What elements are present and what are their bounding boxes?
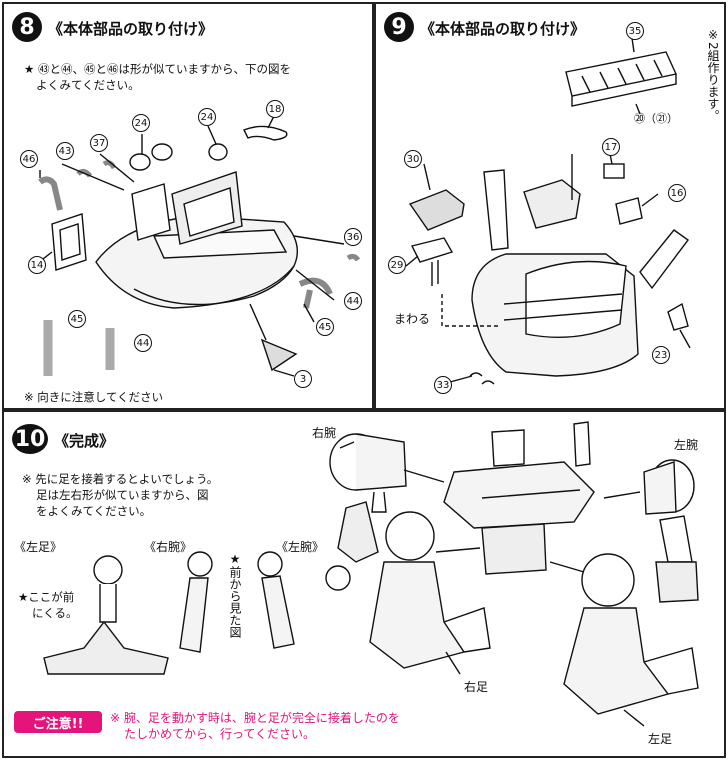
part-number: 45 <box>316 318 334 336</box>
part-number: 44 <box>344 292 362 310</box>
part-pair: ⑳（㉑） <box>634 112 678 125</box>
caution-badge: ご注意!! <box>14 711 102 733</box>
note-line: 足は左右形が似ていますから、図 <box>36 488 209 502</box>
part-number: 17 <box>602 138 620 156</box>
step-10-illustration <box>43 421 699 727</box>
footnote: ※ 向きに注意してください <box>24 390 164 404</box>
part-number: 36 <box>344 228 362 246</box>
step-number-badge: 9 <box>384 12 414 42</box>
left-arm-label: 《左腕》 <box>276 540 325 554</box>
right-leg-callout: 右足 <box>464 680 489 694</box>
left-leg-label: 《左足》 <box>14 540 63 554</box>
right-arm-label: 《右腕》 <box>144 540 193 554</box>
part-number: 14 <box>28 256 46 274</box>
left-leg-callout: 左足 <box>648 732 673 746</box>
part-number: 30 <box>404 150 422 168</box>
part-number: 24 <box>132 114 150 132</box>
note-line: ★ ㊸と㊹、㊺と㊻は形が似ていますから、下の図を <box>24 62 291 76</box>
part-number: 29 <box>388 256 406 274</box>
part-number: 35 <box>626 22 644 40</box>
caution-text: ※ 腕、足を動かす時は、腕と足が完全に接着したのを たしかめてから、行ってくださ… <box>110 711 400 741</box>
right-arm-callout: 右腕 <box>312 426 337 440</box>
part-number: 43 <box>56 142 74 160</box>
step-number-badge: 8 <box>12 12 42 42</box>
step-10-panel: 10 《完成》 ※ 先に足を接着するとよいでしょう。 足は左右形が似ていますから… <box>2 410 726 758</box>
part-number: 24 <box>198 108 216 126</box>
step-9-illustration <box>405 37 691 385</box>
left-arm-callout: 左腕 <box>674 438 699 452</box>
part-number: 16 <box>668 184 686 202</box>
side-note: ※2組作ります。 <box>706 28 720 122</box>
step-title: 《本体部品の取り付け》 <box>420 20 586 38</box>
rotate-label: まわる <box>394 312 431 326</box>
note-line: ※ 先に足を接着するとよいでしょう。 <box>22 472 219 486</box>
part-number: 37 <box>90 134 108 152</box>
step-title: 《完成》 <box>54 432 115 450</box>
part-number: 44 <box>134 334 152 352</box>
note-line: をよくみてください。 <box>36 504 152 518</box>
front-note: にくる。 <box>32 606 78 620</box>
part-number: 18 <box>266 100 284 118</box>
step-number-badge: 10 <box>12 424 48 454</box>
part-number: 46 <box>20 150 38 168</box>
front-note: ★ここが前 <box>18 590 75 604</box>
part-number: 3 <box>294 370 312 388</box>
step-title: 《本体部品の取り付け》 <box>48 20 214 38</box>
step-8-panel: 8 《本体部品の取り付け》 ★ ㊸と㊹、㊺と㊻は形が似ていますから、下の図を よ… <box>2 2 374 410</box>
part-number: 33 <box>434 376 452 394</box>
part-number: 45 <box>68 310 86 328</box>
step-9-panel: 9 《本体部品の取り付け》 ※2組作ります。 <box>374 2 726 410</box>
note-line: よくみてください。 <box>36 78 140 92</box>
front-view-note: ★前から見た図 <box>228 552 242 638</box>
part-number: 23 <box>652 346 670 364</box>
step-8-illustration <box>33 115 361 377</box>
